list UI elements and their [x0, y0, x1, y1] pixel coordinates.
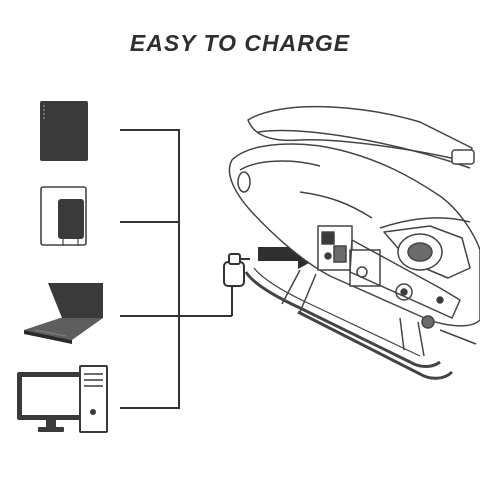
desktop-computer-icon: [17, 365, 108, 433]
power-bank-icon: [40, 101, 88, 161]
wall-adapter-icon: [40, 186, 87, 246]
page-title: EASY TO CHARGE: [129, 30, 351, 56]
connector-lines: [120, 129, 232, 409]
laptop-icon: [24, 283, 103, 344]
helicopter-icon: [228, 105, 480, 380]
charging-plug-icon: [223, 253, 250, 316]
